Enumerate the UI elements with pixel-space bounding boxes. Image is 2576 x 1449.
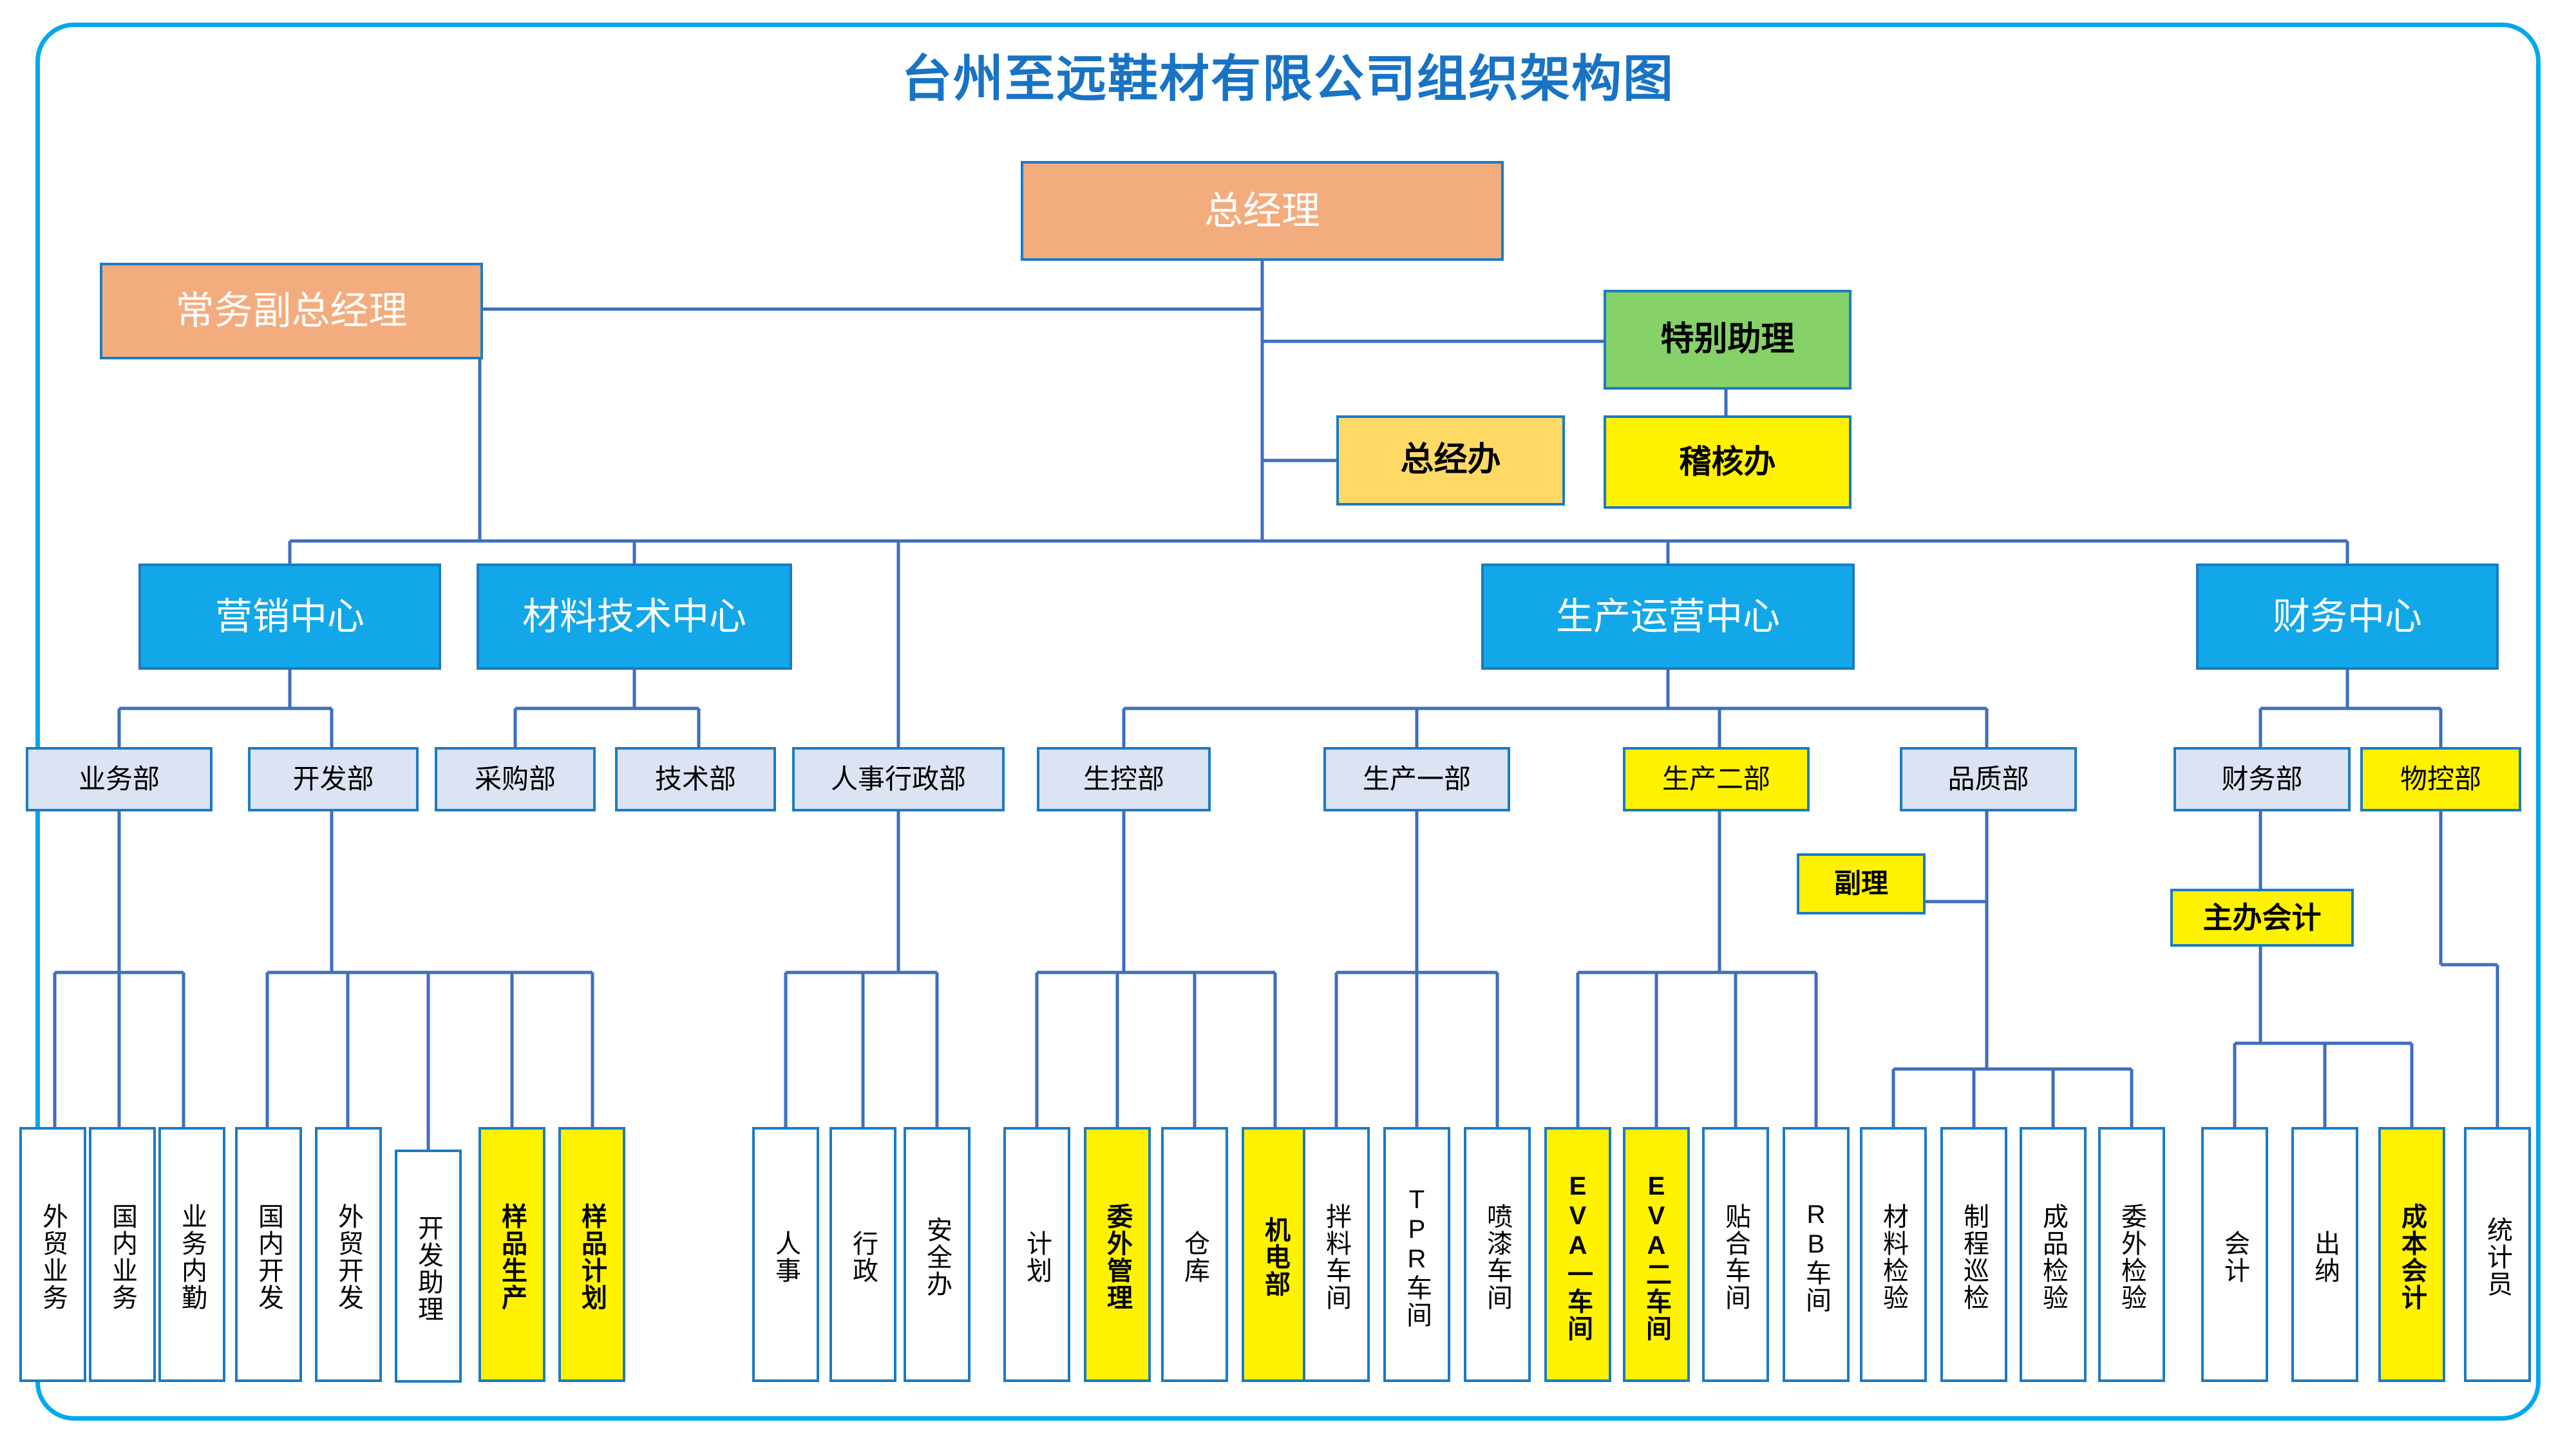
- node-center-finance[interactable]: 财务中心: [2196, 564, 2499, 670]
- page-title: 台州至远鞋材有限公司组织架构图: [901, 50, 1674, 107]
- leaf-sample-production[interactable]: 样品生产: [478, 1127, 545, 1382]
- leaf-foreign-trade-business[interactable]: 外贸业务: [19, 1127, 86, 1382]
- leaf-outsourcing-management[interactable]: 委外管理: [1084, 1127, 1151, 1382]
- node-dept-business[interactable]: 业务部: [26, 747, 213, 811]
- leaf-accountant[interactable]: 会计: [2201, 1127, 2268, 1382]
- node-special-assistant[interactable]: 特别助理: [1604, 290, 1852, 390]
- node-deputy-general-manager[interactable]: 常务副总经理: [100, 263, 483, 359]
- node-dept-production-two[interactable]: 生产二部: [1623, 747, 1810, 811]
- leaf-tpr-workshop[interactable]: TPR车间: [1383, 1127, 1450, 1382]
- leaf-cost-accountant[interactable]: 成本会计: [2378, 1127, 2445, 1382]
- leaf-eva-workshop-two[interactable]: EVA二车间: [1623, 1127, 1690, 1382]
- leaf-warehouse[interactable]: 仓库: [1161, 1127, 1228, 1382]
- node-audit-office[interactable]: 稽核办: [1604, 415, 1852, 509]
- node-center-marketing[interactable]: 营销中心: [138, 564, 441, 670]
- node-dept-production-one[interactable]: 生产一部: [1323, 747, 1510, 811]
- leaf-material-inspection[interactable]: 材料检验: [1860, 1127, 1927, 1382]
- node-dept-production-control[interactable]: 生控部: [1037, 747, 1211, 811]
- leaf-finished-product-inspection[interactable]: 成品检验: [2020, 1127, 2087, 1382]
- leaf-electromechanical-dept[interactable]: 机电部: [1242, 1127, 1309, 1382]
- leaf-laminating-workshop[interactable]: 贴合车间: [1702, 1127, 1769, 1382]
- leaf-domestic-business[interactable]: 国内业务: [89, 1127, 156, 1382]
- node-gm-office[interactable]: 总经办: [1336, 415, 1565, 506]
- leaf-domestic-development[interactable]: 国内开发: [235, 1127, 302, 1382]
- node-chief-accountant[interactable]: 主办会计: [2170, 889, 2354, 947]
- leaf-foreign-trade-development[interactable]: 外贸开发: [315, 1127, 382, 1382]
- node-assistant-manager[interactable]: 副理: [1797, 853, 1926, 914]
- leaf-rb-workshop[interactable]: RB车间: [1783, 1127, 1850, 1382]
- leaf-administration[interactable]: 行政: [829, 1127, 896, 1382]
- node-center-production-ops[interactable]: 生产运营中心: [1481, 564, 1855, 670]
- node-dept-development[interactable]: 开发部: [248, 747, 419, 811]
- leaf-cashier[interactable]: 出纳: [2291, 1127, 2358, 1382]
- leaf-planning[interactable]: 计划: [1003, 1127, 1070, 1382]
- leaf-outsourcing-inspection[interactable]: 委外检验: [2098, 1127, 2165, 1382]
- node-dept-hr-admin[interactable]: 人事行政部: [792, 747, 1005, 811]
- outer-frame: [35, 23, 2541, 1421]
- leaf-process-patrol-inspection[interactable]: 制程巡检: [1940, 1127, 2007, 1382]
- node-dept-finance[interactable]: 财务部: [2174, 747, 2351, 811]
- leaf-safety-office[interactable]: 安全办: [904, 1127, 971, 1382]
- node-general-manager[interactable]: 总经理: [1021, 161, 1504, 261]
- leaf-painting-workshop[interactable]: 喷漆车间: [1464, 1127, 1531, 1382]
- node-center-material-tech[interactable]: 材料技术中心: [477, 564, 792, 670]
- node-dept-technology[interactable]: 技术部: [615, 747, 776, 811]
- leaf-personnel[interactable]: 人事: [752, 1127, 819, 1382]
- leaf-sample-planning[interactable]: 样品计划: [558, 1127, 625, 1382]
- leaf-eva-workshop-one[interactable]: EVA一车间: [1544, 1127, 1611, 1382]
- node-dept-purchasing[interactable]: 采购部: [435, 747, 596, 811]
- leaf-development-assistant[interactable]: 开发助理: [395, 1150, 462, 1383]
- leaf-statistician[interactable]: 统计员: [2464, 1127, 2531, 1382]
- node-dept-quality[interactable]: 品质部: [1900, 747, 2077, 811]
- leaf-mixing-workshop[interactable]: 拌料车间: [1303, 1127, 1370, 1382]
- leaf-business-office[interactable]: 业务内勤: [158, 1127, 225, 1382]
- node-dept-material-control[interactable]: 物控部: [2360, 747, 2521, 811]
